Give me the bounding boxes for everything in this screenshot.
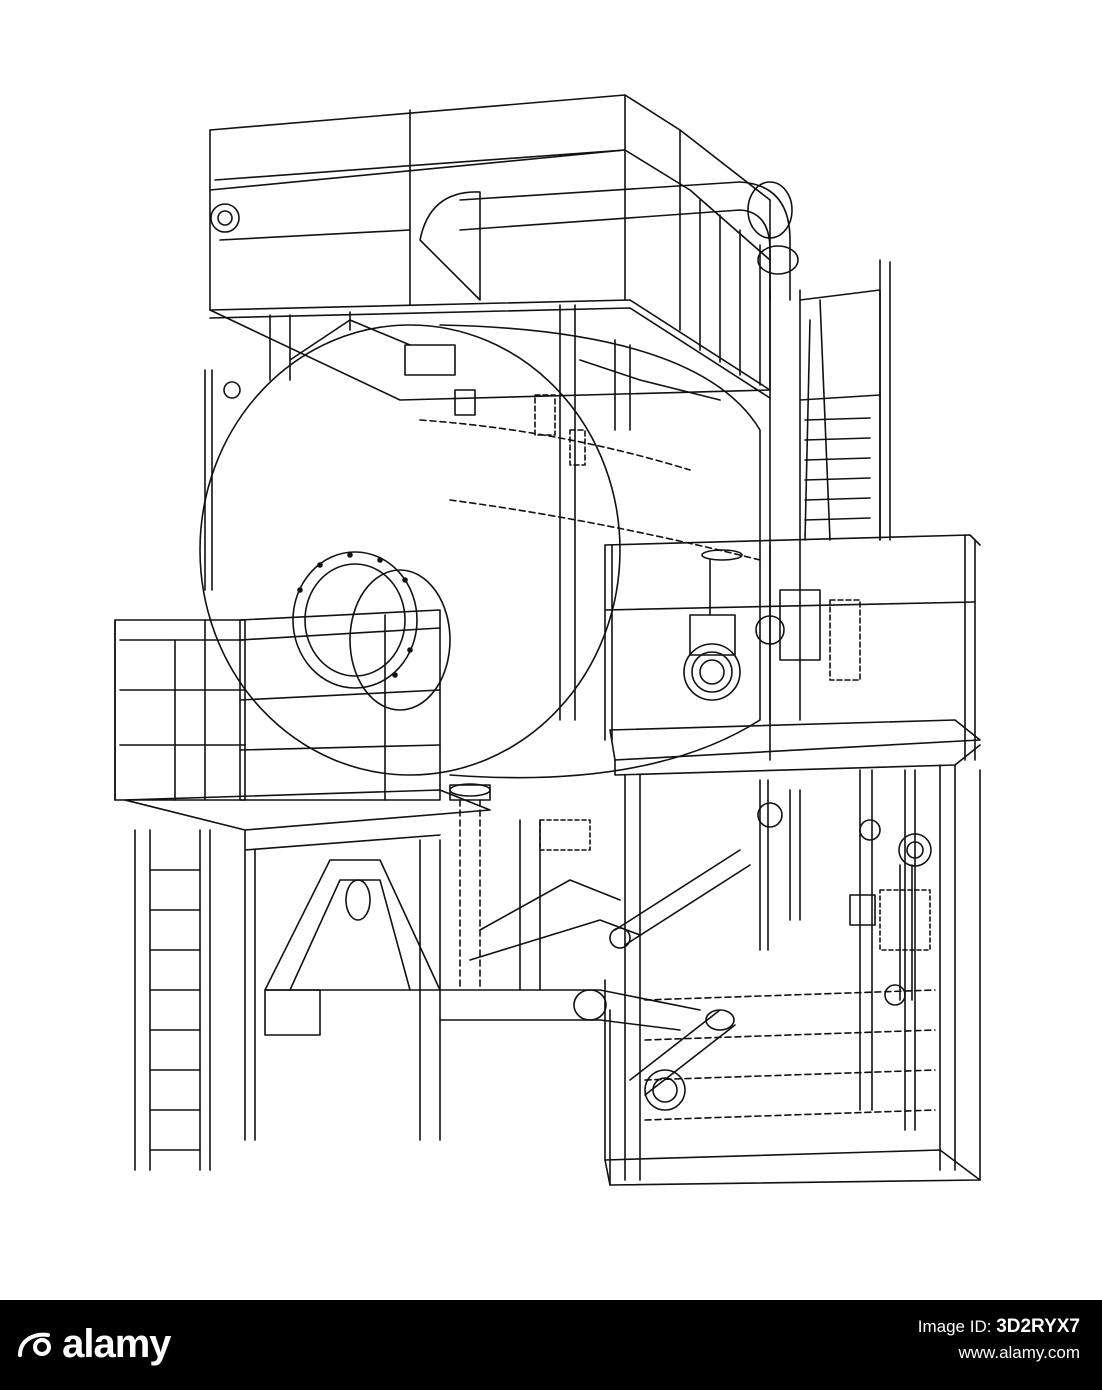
image-id-label: Image ID: (917, 1317, 992, 1336)
industrial-vessel-wireframe (114, 94, 981, 1186)
image-id-value: 3D2RYX7 (996, 1316, 1080, 1337)
alamy-logo: alamy (16, 1322, 172, 1366)
left-platform (114, 609, 491, 1171)
watermark-footer: alamy Image ID: 3D2RYX7 www.alamy.com (0, 1300, 1102, 1390)
alamy-logo-icon (16, 1326, 52, 1366)
stairs-right (799, 259, 891, 541)
center-piping (439, 783, 701, 1031)
horizontal-vessel (199, 181, 801, 779)
alamy-url: www.alamy.com (958, 1343, 1080, 1362)
alamy-brand-text: alamy (62, 1322, 171, 1366)
right-platform (604, 534, 981, 1186)
top-platform (209, 94, 771, 721)
image-meta: Image ID: 3D2RYX7 www.alamy.com (918, 1314, 1080, 1366)
